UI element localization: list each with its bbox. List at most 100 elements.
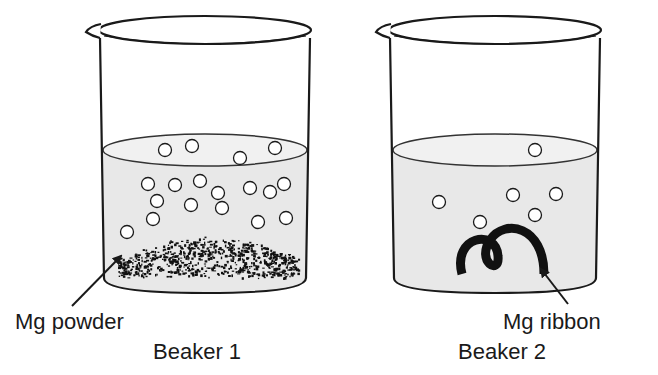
bubble <box>159 144 172 157</box>
powder-grain <box>205 271 207 272</box>
powder-grain <box>214 248 215 249</box>
powder-grain <box>212 251 215 253</box>
powder-grain <box>146 255 148 257</box>
powder-grain <box>249 268 251 269</box>
powder-grain <box>182 271 184 272</box>
powder-grain <box>251 262 252 264</box>
powder-grain <box>280 253 282 255</box>
powder-grain <box>293 273 296 274</box>
powder-grain <box>270 256 273 259</box>
powder-grain <box>150 268 152 270</box>
powder-grain <box>285 276 287 277</box>
powder-grain <box>238 240 239 241</box>
powder-grain <box>160 255 161 257</box>
powder-grain <box>168 245 169 246</box>
powder-grain <box>254 251 256 252</box>
powder-grain <box>227 247 230 249</box>
powder-grain <box>170 257 173 259</box>
powder-grain <box>146 260 149 262</box>
powder-grain <box>272 274 274 276</box>
powder-grain <box>271 263 273 264</box>
powder-grain <box>208 277 209 279</box>
powder-grain <box>276 257 278 260</box>
powder-grain <box>198 262 199 264</box>
powder-grain <box>232 256 234 258</box>
powder-grain <box>225 255 228 258</box>
powder-grain <box>192 274 194 277</box>
powder-grain <box>135 273 138 275</box>
powder-grain <box>281 262 284 264</box>
powder-grain <box>269 268 270 269</box>
powder-grain <box>163 246 165 249</box>
powder-grain <box>164 249 167 251</box>
powder-grain <box>215 241 217 243</box>
powder-grain <box>210 257 212 259</box>
powder-grain <box>192 273 194 275</box>
powder-grain <box>227 261 229 263</box>
powder-grain <box>265 261 267 263</box>
bubble <box>244 182 257 195</box>
powder-grain <box>214 245 217 247</box>
powder-grain <box>255 266 256 267</box>
powder-grain <box>288 257 291 260</box>
leader-arrow <box>72 256 121 306</box>
powder-grain <box>167 264 168 266</box>
powder-grain <box>193 243 196 245</box>
powder-grain <box>183 266 184 267</box>
powder-grain <box>144 273 146 275</box>
bubble <box>433 196 446 209</box>
powder-grain <box>142 260 143 263</box>
powder-grain <box>179 269 180 271</box>
powder-grain <box>201 244 203 245</box>
powder-grain <box>147 265 149 267</box>
powder-grain <box>189 244 191 246</box>
beaker-2 <box>376 16 601 293</box>
powder-grain <box>123 276 126 278</box>
powder-grain <box>125 270 127 272</box>
powder-grain <box>232 245 235 247</box>
powder-grain <box>218 252 220 255</box>
powder-grain <box>245 250 248 252</box>
powder-grain <box>188 246 190 249</box>
powder-grain <box>198 253 201 255</box>
powder-grain <box>270 250 272 252</box>
powder-grain <box>171 241 174 243</box>
powder-grain <box>147 271 149 274</box>
powder-grain <box>224 271 227 272</box>
powder-grain <box>288 254 291 255</box>
powder-grain <box>253 253 256 254</box>
powder-grain <box>227 261 228 264</box>
powder-grain <box>232 240 234 242</box>
powder-grain <box>199 256 200 257</box>
powder-grain <box>200 244 203 246</box>
powder-grain <box>256 268 259 271</box>
powder-grain <box>183 251 185 253</box>
powder-grain <box>273 272 276 274</box>
powder-grain <box>141 270 143 272</box>
powder-grain <box>134 275 135 276</box>
powder-grain <box>253 258 255 260</box>
powder-grain <box>276 254 278 257</box>
powder-grain <box>242 271 245 272</box>
powder-grain <box>293 269 296 270</box>
powder-grain <box>189 265 191 266</box>
powder-grain <box>267 271 270 273</box>
powder-grain <box>268 264 270 265</box>
powder-grain <box>281 257 284 260</box>
powder-grain <box>191 243 193 245</box>
powder-grain <box>173 259 176 262</box>
powder-grain <box>291 272 292 274</box>
powder-grain <box>200 259 203 260</box>
powder-grain <box>264 262 267 265</box>
powder-grain <box>268 267 270 269</box>
powder-grain <box>271 266 274 267</box>
powder-grain <box>294 264 296 267</box>
powder-grain <box>285 255 286 257</box>
powder-grain <box>204 275 206 277</box>
powder-grain <box>199 238 201 241</box>
powder-grain <box>262 275 265 277</box>
powder-grain <box>150 263 151 266</box>
powder-grain <box>182 273 185 275</box>
powder-grain <box>152 257 154 259</box>
powder-grain <box>160 255 162 258</box>
